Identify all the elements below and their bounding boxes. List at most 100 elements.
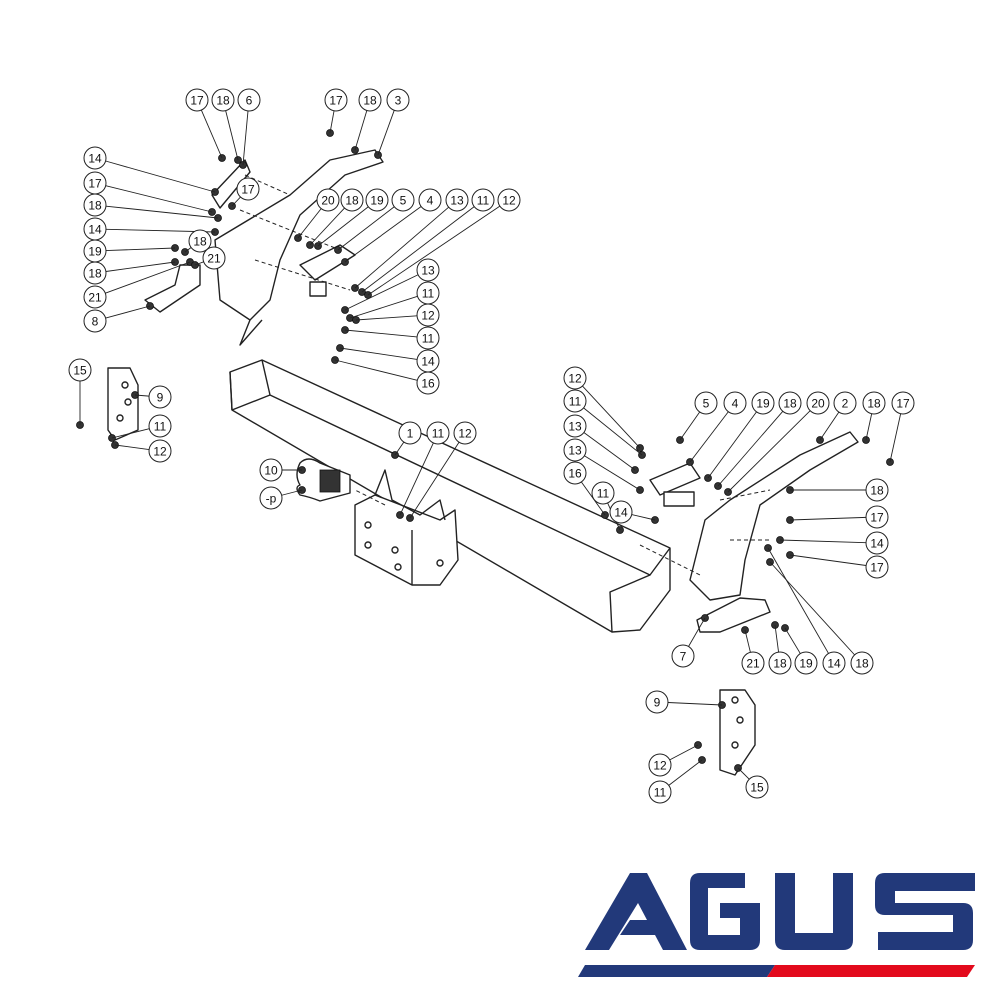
leader-line	[361, 206, 475, 293]
leader-line	[399, 442, 434, 516]
leader-line	[334, 359, 418, 381]
callout-number: 19	[756, 397, 770, 411]
callout-part-18: 18	[862, 391, 886, 415]
callout-number: 19	[370, 194, 384, 208]
callout-number: 17	[870, 511, 884, 525]
callout-number: 17	[870, 561, 884, 575]
callout-number: 18	[216, 94, 230, 108]
leader-line	[134, 394, 150, 397]
callout-part-12: 12	[453, 421, 477, 445]
callout-part-11: 11	[563, 389, 587, 413]
callout-number: 18	[88, 267, 102, 281]
callout-part-17: 17	[83, 171, 107, 195]
leader-line	[344, 206, 422, 263]
callout-number: 11	[477, 194, 490, 208]
callout-number: 12	[421, 309, 435, 323]
callout-part-14: 14	[416, 349, 440, 373]
leader-line	[242, 110, 249, 166]
callout-part-10: 10	[259, 458, 283, 482]
leader-line	[689, 411, 729, 463]
callout-part-14: 14	[865, 531, 889, 555]
callout-number: 6	[246, 94, 253, 108]
leader-line	[231, 196, 241, 207]
callout-number: 15	[750, 781, 764, 795]
callout-number: 2	[842, 397, 849, 411]
callout-number: 20	[321, 194, 335, 208]
leader-line	[717, 411, 784, 487]
callout-number: 17	[88, 177, 102, 191]
callout-number: 15	[73, 364, 87, 378]
leader-line	[355, 315, 418, 321]
callout-part-11: 11	[148, 414, 172, 438]
callout-number: 17	[190, 94, 204, 108]
callout-part-13: 13	[563, 414, 587, 438]
callout-number: -p	[266, 492, 277, 506]
callout-number: 20	[811, 397, 825, 411]
callout-part-18: 18	[768, 651, 792, 675]
callout-part-12: 12	[148, 439, 172, 463]
callout-number: 11	[597, 487, 610, 501]
leader-line	[819, 411, 840, 441]
callout-number: 21	[746, 657, 760, 671]
leader-line	[317, 206, 369, 247]
leader-line	[114, 444, 150, 450]
leader-line	[679, 411, 701, 441]
callout-number: 18	[783, 397, 797, 411]
callout-part-17: 17	[865, 555, 889, 579]
leader-line	[688, 617, 706, 647]
callout-part-17: 17	[236, 177, 260, 201]
callout-part-19: 19	[794, 651, 818, 675]
callout-part-18: 18	[358, 88, 382, 112]
callout-part-5: 5	[391, 188, 415, 212]
callout-number: 7	[680, 650, 687, 664]
callout-number: 13	[568, 444, 582, 458]
callout-part-14: 14	[822, 651, 846, 675]
callout-number: 17	[896, 397, 910, 411]
leader-line	[409, 441, 460, 519]
leader-line	[779, 539, 867, 544]
leader-line	[367, 205, 501, 296]
part-right-lower-bracket	[696, 597, 771, 633]
callout-part-18: 18	[778, 391, 802, 415]
callout-part-18: 18	[83, 261, 107, 285]
callout-number: 19	[88, 245, 102, 259]
leader-line	[583, 407, 643, 456]
callout-number: 18	[870, 484, 884, 498]
callout-number: 14	[88, 223, 102, 237]
callout-part-12: 12	[648, 753, 672, 777]
callout-number: 11	[654, 786, 667, 800]
callout-part-19: 19	[365, 188, 389, 212]
leader-line	[394, 441, 405, 456]
callout-part-5: 5	[694, 391, 718, 415]
fasteners	[76, 129, 894, 772]
callout-number: 18	[855, 657, 869, 671]
callout-number: 14	[870, 537, 884, 551]
leader-line	[737, 767, 750, 780]
callout-part-13: 13	[563, 438, 587, 462]
leader-line	[769, 561, 855, 656]
leader-line	[727, 410, 811, 493]
callout-part-4: 4	[418, 188, 442, 212]
callout-number: 12	[653, 759, 667, 773]
callout-number: 11	[154, 420, 167, 434]
leader-line	[184, 247, 192, 253]
callout-part-15: 15	[745, 775, 769, 799]
leader-line	[105, 261, 191, 294]
callout-part-17: 17	[185, 88, 209, 112]
callout-number: 21	[88, 291, 102, 305]
callout-number: 17	[241, 183, 255, 197]
leader-line	[584, 455, 641, 491]
callout-number: 4	[427, 194, 434, 208]
callout-part-12: 12	[563, 366, 587, 390]
callout-number: 4	[732, 397, 739, 411]
callout-part-9: 9	[645, 690, 669, 714]
callout-part-18: 18	[211, 88, 235, 112]
callout-number: 11	[432, 427, 445, 441]
callout-part-18: 18	[83, 193, 107, 217]
part-left-lower-bracket	[144, 264, 201, 313]
leader-line	[105, 247, 176, 252]
leader-line	[582, 385, 641, 449]
callout-part-14: 14	[83, 217, 107, 241]
callout-number: 17	[329, 94, 343, 108]
